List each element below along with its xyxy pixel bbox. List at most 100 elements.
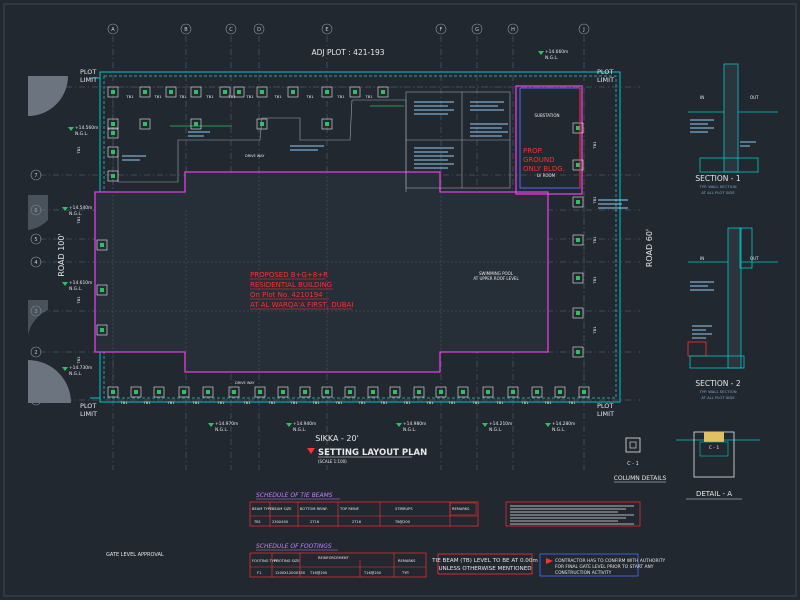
column-details-label: COLUMN DETAILS (614, 475, 667, 482)
level-value: +14.610m (69, 280, 92, 286)
tie-v-stirrups: T8@200 (394, 520, 411, 524)
tie-schedule-title: SCHEDULE OF TIE BEAMS (256, 492, 333, 499)
level-markers: +14.660mN.G.L.+14.560mN.G.L.+14.540mN.G.… (62, 49, 575, 433)
tie-v-type: TB1 (253, 520, 261, 524)
level-value: +14.540m (69, 205, 92, 211)
tb-level-1: TIE BEAM (TB) LEVEL TO BE AT 0.00m (431, 558, 538, 564)
tb-tag: TB1 (76, 216, 81, 225)
tb-tag: TB1 (402, 400, 411, 405)
column (260, 122, 264, 126)
footing-pad (107, 118, 119, 130)
proposed-line-4: AT AL WARQA'A FIRST, DUBAI (250, 301, 353, 309)
column (511, 390, 515, 394)
left-road-label: ROAD 100' (57, 233, 66, 276)
footing-pad (219, 86, 231, 98)
grid-bubble-col (180, 23, 192, 35)
tie-h-top: TOP REINF. (339, 507, 359, 511)
tb-tag: TB1 (119, 400, 128, 405)
lv-room-label: LV ROOM (537, 173, 556, 178)
tb-tag: TB1 (227, 94, 236, 99)
footing-pad (233, 86, 245, 98)
footing-pad (572, 272, 584, 284)
grid-bubble-col (107, 23, 119, 35)
tb-tag: TB1 (567, 400, 576, 405)
footing-pad (572, 159, 584, 171)
s1-in: IN (700, 95, 704, 100)
ftg-v-reinf-2: T16@200 (363, 571, 382, 575)
plot-limit-tl-2: LIMIT (80, 76, 97, 84)
columns-layer (96, 86, 590, 398)
internal-lines (95, 86, 585, 401)
grid-label-row: 2 (34, 350, 37, 356)
tb-tag: TB1 (592, 276, 597, 285)
ftg-h-size: FOOTING SIZE (274, 559, 300, 563)
footing-pad (321, 386, 333, 398)
ftg-v-remarks: TYP. (401, 571, 409, 575)
tb-tag: TB1 (425, 400, 434, 405)
footing-pad (507, 386, 519, 398)
plot-limit-br-2: LIMIT (597, 410, 614, 418)
level-triangle (286, 423, 292, 427)
column (100, 328, 104, 332)
level-value: +14.280m (552, 421, 575, 427)
corner-curves (28, 76, 71, 403)
tb-tag: TB1 (178, 94, 187, 99)
tb-tag: TB1 (364, 94, 373, 99)
footing-pad (107, 127, 119, 139)
footing-pad (531, 386, 543, 398)
s1-sub-2: AT ALL PLOT SIDE (701, 190, 735, 195)
footing-pad (572, 307, 584, 319)
level-ngl: N.G.L. (69, 286, 82, 292)
grid-label-col: D (257, 27, 261, 33)
tb-tag: TB1 (543, 400, 552, 405)
grid-label-col: J (582, 27, 584, 33)
column (143, 122, 147, 126)
s2-sub-2: AT ALL PLOT SIDE (701, 395, 735, 400)
footing-pad (287, 86, 299, 98)
tb-tag: TB1 (142, 400, 151, 405)
drawing-frame (3, 3, 797, 597)
footing-pad (256, 118, 268, 130)
column (237, 90, 241, 94)
tb-tag: TB1 (592, 326, 597, 335)
column (417, 390, 421, 394)
grid-bubble-col (578, 23, 590, 35)
tb-tag: TB1 (76, 296, 81, 305)
grid-label-col: C (229, 27, 233, 33)
footing-schedule-title: SCHEDULE OF FOOTINGS (256, 543, 332, 550)
s2-sub-1: TYP. WALL SECTION (698, 389, 736, 394)
grid-label-col: F (440, 27, 443, 33)
footing-pad (228, 386, 240, 398)
footing-pad (435, 386, 447, 398)
tb-tag: TB1 (166, 400, 175, 405)
level-triangle (482, 423, 488, 427)
footing-pad (139, 118, 151, 130)
level-ngl: N.G.L. (489, 427, 502, 433)
grid-bubble-row (30, 169, 42, 181)
level-ngl: N.G.L. (69, 211, 82, 217)
column (260, 90, 264, 94)
tb-tag: TB1 (76, 146, 81, 155)
proposed-underlines (250, 278, 352, 310)
level-value: +14.560m (75, 125, 98, 131)
detail-a: C - 1 DETAIL - A (676, 431, 760, 500)
section-1: IN OUT SECTION - 1 TYP. WALL SECTION AT … (688, 63, 778, 195)
title-block: SETTING LAYOUT PLAN (SCALE 1:100) GATE L… (106, 448, 427, 558)
general-notes-box (505, 501, 641, 527)
tb-tag: TB1 (153, 94, 162, 99)
s1-title: SECTION - 1 (695, 174, 741, 183)
grid-label-col: E (325, 27, 328, 33)
tie-v-bottom: 2T16 (310, 520, 320, 524)
column (100, 288, 104, 292)
tie-h-stirrups: STIRRUPS (395, 507, 413, 511)
level-ngl: N.G.L. (69, 371, 82, 377)
footing-pad (190, 86, 202, 98)
column (232, 390, 236, 394)
tb-tag: TB1 (495, 400, 504, 405)
column (486, 390, 490, 394)
footing-pad (165, 86, 177, 98)
footing-pad (482, 386, 494, 398)
footing-pad (377, 86, 389, 98)
level-triangle (396, 423, 402, 427)
tb-tag: TB1 (205, 94, 214, 99)
